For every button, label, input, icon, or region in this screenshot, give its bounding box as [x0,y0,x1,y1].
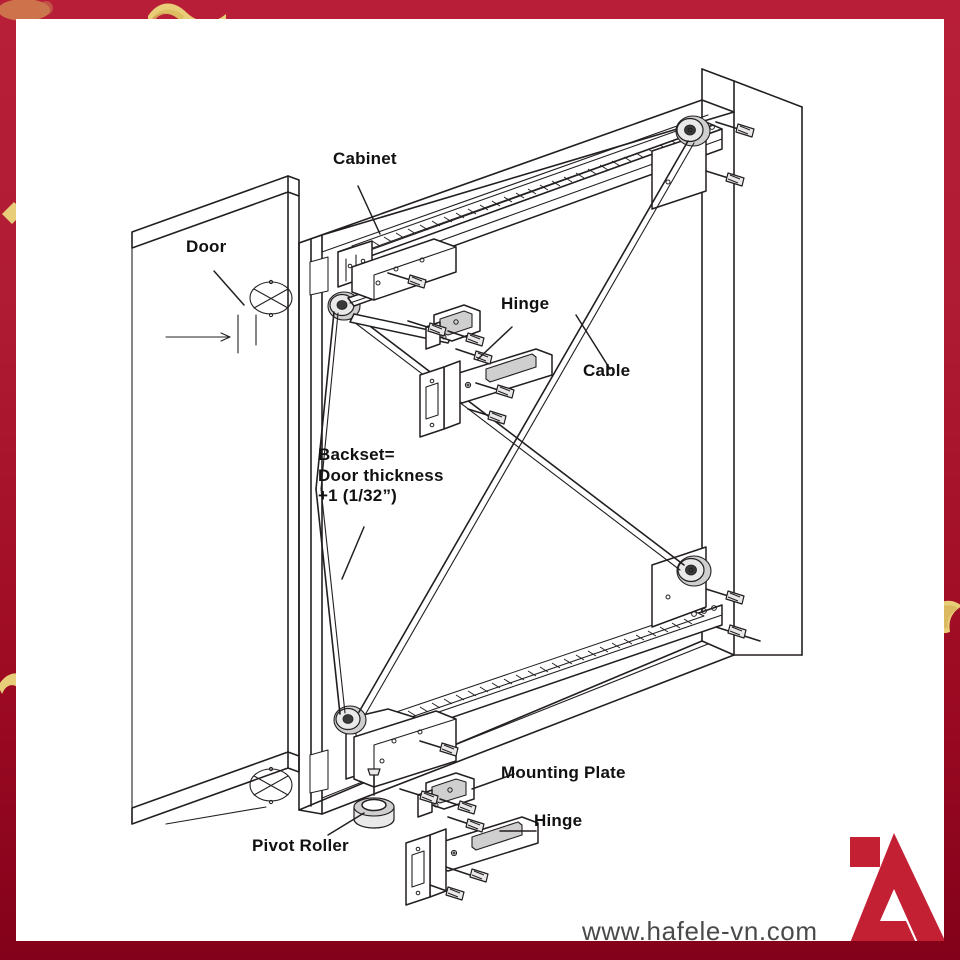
lower-left-pulley [333,705,367,735]
screw [399,788,439,805]
screw [455,348,493,365]
screw [407,320,447,337]
screw [445,866,489,883]
upper-cable-pulley [651,115,711,210]
label-backset: Backset= Door thickness +1 (1/32”) [318,445,488,507]
label-door: Door [186,237,227,256]
screw [419,740,459,757]
upper-hinge-assembly [347,238,553,438]
lower-cable-pulley [651,546,712,628]
upper-track-rail [337,121,723,288]
hafele-a-logo [850,833,944,941]
screw [715,624,761,642]
hardware-line-drawing: .ln { fill:none; stroke:#231f20; stroke-… [131,68,803,906]
screw [387,272,427,289]
label-cabinet: Cabinet [333,149,397,168]
label-backset-line1: Backset= [318,445,395,464]
door-post-spring-top [309,256,329,296]
screws [387,121,761,901]
screw [475,382,515,399]
upper-hinge-arm [419,348,553,438]
diagram-canvas: .ln { fill:none; stroke:#231f20; stroke-… [16,19,944,941]
lower-hinge-assembly [309,256,539,906]
screw [447,816,485,833]
website-url: www.hafele-vn.com [582,916,818,941]
screw [715,121,755,138]
leader-lines [213,185,611,836]
label-backset-line2: Door thickness [318,465,444,485]
diagram-page: .ln { fill:none; stroke:#231f20; stroke-… [16,19,944,941]
label-hinge-top: Hinge [501,294,550,313]
lower-mounting-plate [417,772,475,818]
screw [705,170,745,187]
pivot-roller [353,768,395,829]
screw [467,408,507,425]
lower-hinge-arm [405,816,539,906]
screw [447,330,485,347]
screw [429,884,465,901]
label-hinge-bottom: Hinge [534,811,583,830]
screw [705,588,745,605]
label-mounting-plate: Mounting Plate [501,763,626,782]
label-pivot-roller: Pivot Roller [252,836,349,855]
door-post-spring [309,749,329,794]
cable-runs [315,140,695,716]
confetti-gold-topleft-dot [39,1,53,15]
label-backset-line3: +1 (1/32”) [318,486,398,506]
screw [439,798,477,815]
label-cable: Cable [583,361,631,380]
